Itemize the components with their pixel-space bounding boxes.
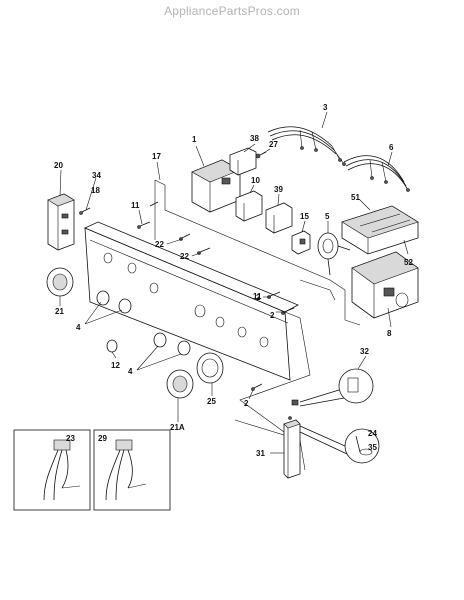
callout-27: 27 [269, 140, 278, 149]
callout-22a: 22 [155, 240, 164, 249]
callout-3: 3 [323, 103, 328, 112]
callout-21: 21 [55, 307, 64, 316]
callout-25: 25 [207, 397, 216, 406]
selector-switch-part [235, 190, 263, 222]
detail-circle-32 [291, 368, 374, 407]
callout-34: 34 [92, 171, 101, 180]
callout-21A: 21A [170, 423, 185, 432]
callout-2c: 2 [244, 399, 249, 408]
callout-6: 6 [389, 143, 394, 152]
rotary-switch-part [265, 202, 293, 234]
callout-51: 51 [351, 193, 360, 202]
callout-29: 29 [98, 434, 107, 443]
callout-2a: 2 [270, 311, 275, 320]
watermark: AppliancePartsPros.com [164, 4, 300, 18]
callout-10: 10 [251, 176, 260, 185]
callout-52: 52 [404, 258, 413, 267]
callout-11b: 11 [253, 292, 262, 301]
leader-lines [59, 111, 409, 454]
callout-32: 32 [360, 347, 369, 356]
end-cap-part [47, 193, 75, 251]
switch-part [229, 147, 267, 176]
callout-8: 8 [387, 329, 392, 338]
detail-circle-24 [288, 416, 380, 464]
callout-4b: 4 [128, 367, 133, 376]
callout-11a: 11 [131, 201, 140, 210]
callout-24: 24 [368, 429, 377, 438]
harness-inset-29 [93, 429, 171, 511]
callout-1: 1 [192, 135, 197, 144]
callout-5: 5 [325, 212, 330, 221]
callout-17: 17 [152, 152, 161, 161]
callout-labels: 1 2 2 2 3 4 4 5 6 8 10 11 11 12 15 17 18… [54, 103, 413, 458]
drive-motor-part [351, 251, 419, 319]
callout-2b: 2 [256, 293, 261, 302]
bracket-part [283, 419, 301, 479]
callout-15: 15 [300, 212, 309, 221]
terminal-block-part [341, 205, 419, 255]
callout-4a: 4 [76, 323, 81, 332]
console-panel [84, 221, 299, 381]
callout-38: 38 [250, 134, 259, 143]
callout-31: 31 [256, 449, 265, 458]
wire-harness-3 [267, 126, 346, 166]
harness-inset-23 [13, 429, 91, 511]
wire-harness-6 [343, 155, 410, 192]
push-switch-part [291, 230, 311, 255]
callout-18: 18 [91, 186, 100, 195]
callout-20: 20 [54, 161, 63, 170]
callout-12: 12 [111, 361, 120, 370]
callout-23: 23 [66, 434, 75, 443]
callout-39: 39 [274, 185, 283, 194]
callout-22b: 22 [180, 252, 189, 261]
knobs [46, 267, 224, 399]
callout-35: 35 [368, 443, 377, 452]
